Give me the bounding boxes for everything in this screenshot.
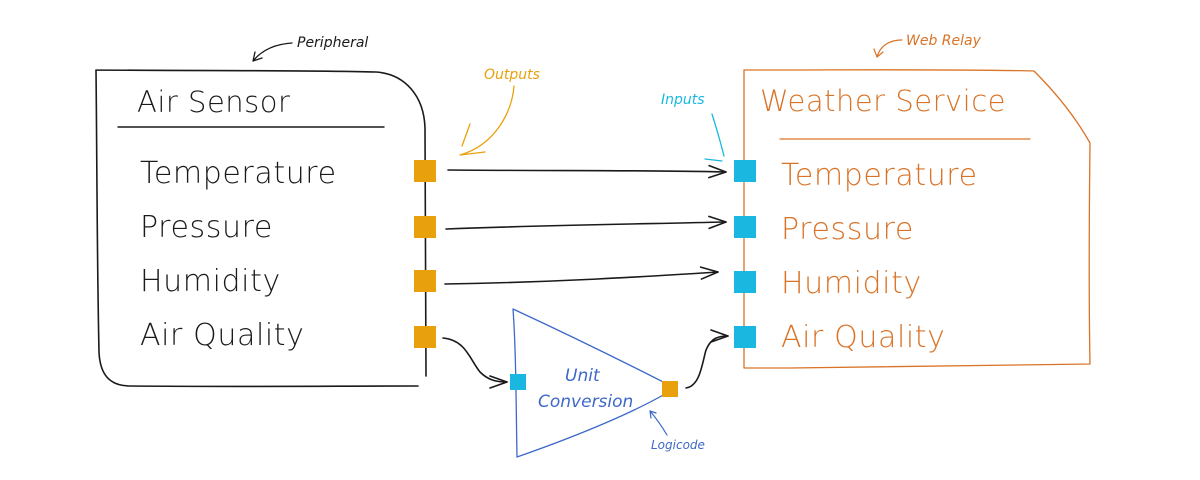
weather-service-title: Weather Service — [760, 84, 1006, 118]
peripheral-note: Peripheral — [297, 35, 368, 51]
web-relay-note-arrow — [873, 39, 903, 58]
output-port-pressure[interactable] — [414, 216, 436, 238]
output-port-air-quality[interactable] — [414, 326, 436, 348]
logicode-note: Logicode — [651, 438, 705, 452]
air-sensor-row-temperature: Temperature — [140, 156, 337, 191]
air-sensor-title: Air Sensor — [137, 85, 290, 119]
input-port-temperature[interactable] — [734, 160, 756, 182]
weather-service-node[interactable]: Weather Service Temperature Pressure Hum… — [734, 69, 1091, 369]
air-sensor-frame — [95, 69, 427, 388]
unit-conversion-line-1: Unit — [565, 366, 601, 386]
connection-air-quality-to-converter[interactable] — [442, 337, 508, 389]
weather-service-frame — [743, 69, 1091, 369]
connection-converter-to-air-quality[interactable] — [685, 329, 729, 389]
unit-conversion-input-port[interactable] — [510, 374, 526, 390]
unit-conversion-output-port[interactable] — [662, 381, 678, 397]
connection-pressure[interactable] — [445, 215, 727, 230]
weather-service-row-air-quality: Air Quality — [781, 320, 946, 355]
input-port-pressure[interactable] — [734, 216, 756, 238]
peripheral-note-arrow — [252, 42, 293, 62]
logicode-note-arrow — [649, 410, 668, 436]
output-port-temperature[interactable] — [414, 160, 436, 182]
outputs-note: Outputs — [484, 67, 540, 83]
output-port-humidity[interactable] — [414, 270, 436, 292]
web-relay-note: Web Relay — [906, 33, 982, 49]
air-sensor-node[interactable]: Air Sensor Temperature Pressure Humidity… — [95, 69, 436, 388]
weather-service-row-pressure: Pressure — [781, 212, 914, 247]
connection-humidity[interactable] — [444, 266, 719, 285]
inputs-note: Inputs — [661, 92, 705, 108]
air-sensor-row-air-quality: Air Quality — [140, 318, 305, 353]
air-sensor-row-pressure: Pressure — [140, 210, 273, 245]
unit-conversion-node[interactable]: Unit Conversion — [510, 308, 678, 458]
connection-temperature[interactable] — [447, 164, 727, 179]
input-port-humidity[interactable] — [734, 271, 756, 293]
weather-service-row-humidity: Humidity — [781, 266, 922, 301]
weather-service-row-temperature: Temperature — [781, 158, 978, 193]
unit-conversion-line-2: Conversion — [538, 392, 633, 412]
input-port-air-quality[interactable] — [734, 326, 756, 348]
outputs-note-arrow — [459, 85, 515, 156]
air-sensor-row-humidity: Humidity — [140, 264, 281, 299]
inputs-note-arrow — [704, 113, 725, 162]
